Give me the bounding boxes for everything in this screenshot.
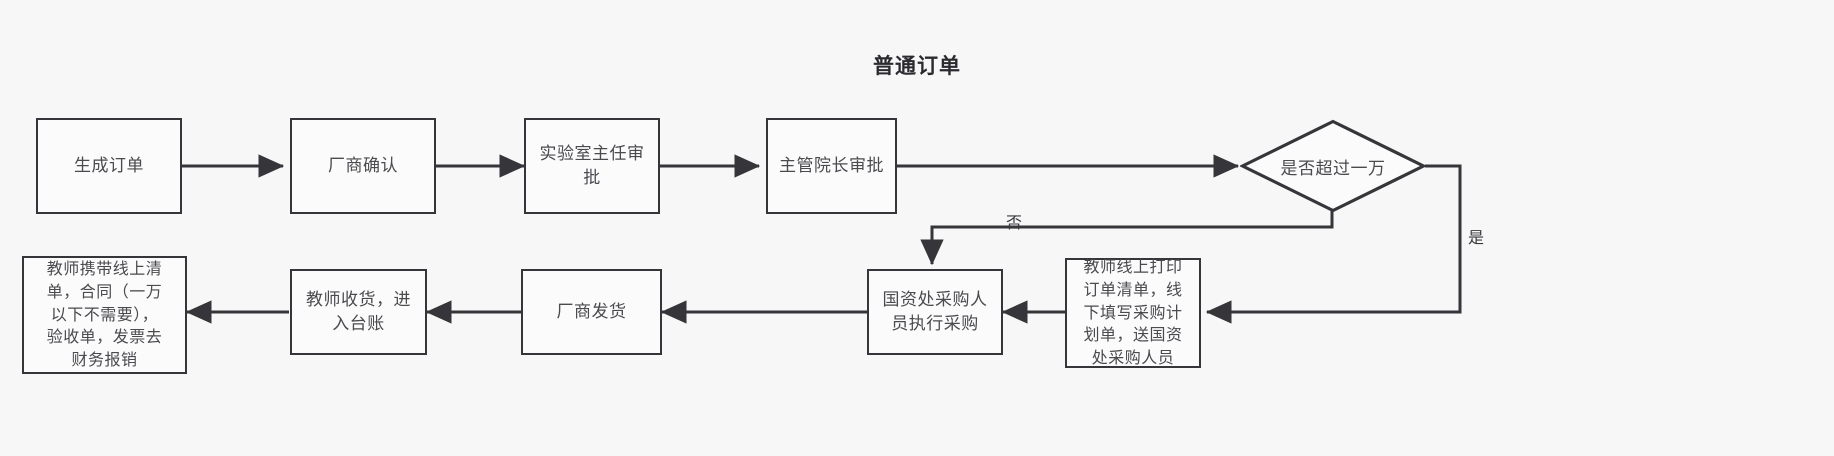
node-label: 实验室主任审 批 [539, 143, 645, 188]
node-label: 厂商确认 [328, 155, 398, 176]
edge-label-no: 否 [1006, 213, 1023, 232]
node-generate-order[interactable]: 生成订单 [36, 118, 182, 214]
node-vendor-confirm[interactable]: 厂商确认 [290, 118, 436, 214]
node-label: 教师线上打印 订单清单，线 下填写采购计 划单，送国资 处采购人员 [1083, 257, 1183, 368]
node-label: 国资处采购人 员执行采购 [882, 289, 988, 334]
node-teacher-receive[interactable]: 教师收货，进 入台账 [290, 269, 427, 355]
node-label: 厂商发货 [556, 301, 627, 322]
node-lab-director-approval[interactable]: 实验室主任审 批 [524, 118, 660, 214]
diagram-title: 普通订单 [873, 54, 961, 78]
node-dean-approval[interactable]: 主管院长审批 [766, 118, 897, 214]
node-state-asset-purchase[interactable]: 国资处采购人 员执行采购 [867, 269, 1003, 355]
node-label: 教师收货，进 入台账 [306, 289, 411, 334]
node-label: 生成订单 [74, 155, 144, 176]
node-teacher-print-order[interactable]: 教师线上打印 订单清单，线 下填写采购计 划单，送国资 处采购人员 [1065, 257, 1201, 368]
node-teacher-reimburse[interactable]: 教师携带线上清 单，合同（一万 以下不需要）， 验收单，发票去 财务报销 [22, 256, 187, 374]
node-label: 主管院长审批 [779, 155, 884, 176]
edge-label-yes: 是 [1468, 228, 1485, 247]
node-label: 教师携带线上清 单，合同（一万 以下不需要）， 验收单，发票去 财务报销 [46, 259, 163, 370]
diamond-shape [1240, 119, 1426, 213]
node-over-ten-thousand-decision[interactable]: 是否超过一万 [1240, 119, 1426, 213]
node-label: 是否超过一万 [1280, 158, 1386, 179]
node-vendor-ship[interactable]: 厂商发货 [521, 269, 662, 355]
